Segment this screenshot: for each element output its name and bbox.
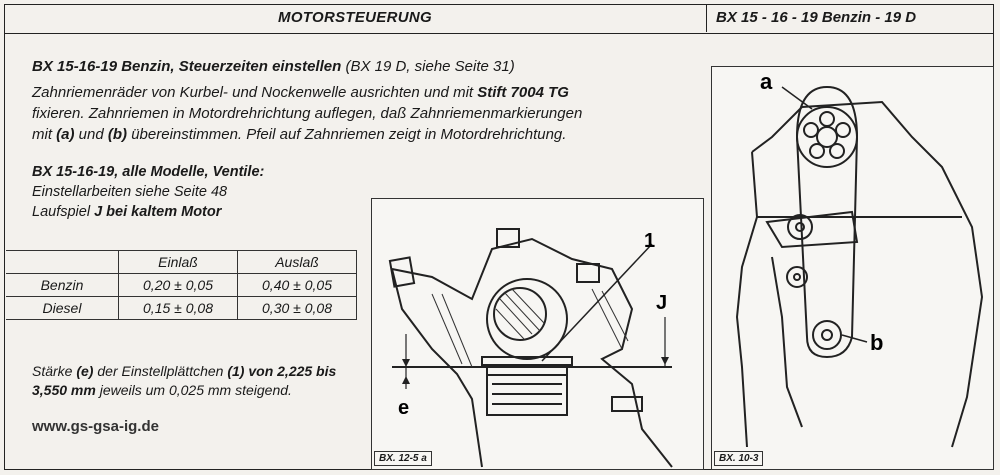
- valve-clearance-figure: 1 J e BX. 12-5 a: [371, 198, 704, 470]
- figure2-caption: BX. 10-3: [714, 451, 764, 466]
- figure1-caption: BX. 12-5 a: [374, 451, 432, 466]
- instr-line3-b: und: [74, 126, 108, 143]
- table-cell: 0,20 ± 0,05: [118, 273, 238, 297]
- shim-text-max: 3,550 mm: [32, 382, 96, 398]
- valves-line2-bold: J bei kaltem Motor: [94, 204, 222, 220]
- instr-line1: Zahnriemenräder von Kurbel- und Nockenwe…: [32, 84, 478, 101]
- table-row: Benzin 0,20 ± 0,05 0,40 ± 0,05: [6, 273, 357, 297]
- engine-drawing: a b: [735, 69, 984, 448]
- label-b: b: [870, 330, 883, 355]
- timing-instructions: Zahnriemenräder von Kurbel- und Nockenwe…: [32, 82, 702, 145]
- table-cell: Diesel: [6, 296, 119, 320]
- model-heading: BX 15 - 16 - 19 Benzin - 19 D: [716, 9, 917, 26]
- label-a: a: [760, 69, 773, 94]
- valves-line2: Laufspiel J bei kaltem Motor: [32, 202, 264, 222]
- header-bar: MOTORSTEUERUNG BX 15 - 16 - 19 Benzin - …: [4, 4, 994, 34]
- instr-line3-c: übereinstimmen. Pfeil auf Zahnriemen zei…: [127, 126, 567, 143]
- shim-text-g: jeweils um 0,025 mm steigend.: [95, 382, 292, 398]
- section-title: BX 15-16-19 Benzin, Steuerzeiten einstel…: [32, 58, 515, 75]
- label-j: J: [656, 292, 667, 314]
- website-url[interactable]: www.gs-gsa-ig.de: [32, 418, 159, 435]
- valves-line1: Einstellarbeiten siehe Seite 48: [32, 184, 228, 200]
- table-cell: Benzin: [6, 273, 119, 297]
- mark-a-ref: (a): [56, 126, 75, 143]
- valves-title: BX 15-16-19, alle Modelle, Ventile:: [32, 164, 265, 180]
- shim-text-c: der Einstellplättchen: [93, 363, 228, 379]
- label-1: 1: [644, 230, 655, 252]
- table-cell: 0,30 ± 0,08: [237, 296, 357, 320]
- shim-thickness-note: Stärke (e) der Einstellplättchen (1) von…: [32, 362, 372, 400]
- table-header-empty: [6, 250, 119, 274]
- shim-text-a: Stärke: [32, 363, 77, 379]
- shim-text-1: (1): [227, 363, 245, 379]
- table-cell: 0,15 ± 0,08: [118, 296, 238, 320]
- shim-text-range: von 2,225 bis: [244, 363, 337, 379]
- table-header-row: Einlaß Auslaß: [6, 250, 357, 274]
- table-header-exhaust: Auslaß: [237, 250, 357, 274]
- valves-block: BX 15-16-19, alle Modelle, Ventile: Eins…: [32, 162, 264, 222]
- timing-belt-figure: a b BX. 10-3: [711, 66, 994, 470]
- section-heading: MOTORSTEUERUNG: [4, 4, 707, 32]
- table-row: Diesel 0,15 ± 0,08 0,30 ± 0,08: [6, 296, 357, 320]
- label-e: e: [398, 397, 409, 419]
- valves-line2-a: Laufspiel: [32, 204, 95, 220]
- table-header-intake: Einlaß: [118, 250, 238, 274]
- section-title-bold: BX 15-16-19 Benzin, Steuerzeiten einstel…: [32, 58, 342, 75]
- mark-b-ref: (b): [107, 126, 128, 143]
- tool-name: Stift 7004 TG: [477, 84, 569, 101]
- clearance-table: Einlaß Auslaß Benzin 0,20 ± 0,05 0,40 ± …: [6, 250, 357, 320]
- instr-line2: fixieren. Zahnriemen in Motordrehrichtun…: [32, 105, 583, 122]
- shim-text-e: (e): [76, 363, 94, 379]
- table-cell: 0,40 ± 0,05: [237, 273, 357, 297]
- section-title-ref: (BX 19 D, siehe Seite 31): [341, 58, 515, 75]
- valve-drawing: 1 J e: [388, 228, 673, 468]
- instr-line3-a: mit: [32, 126, 57, 143]
